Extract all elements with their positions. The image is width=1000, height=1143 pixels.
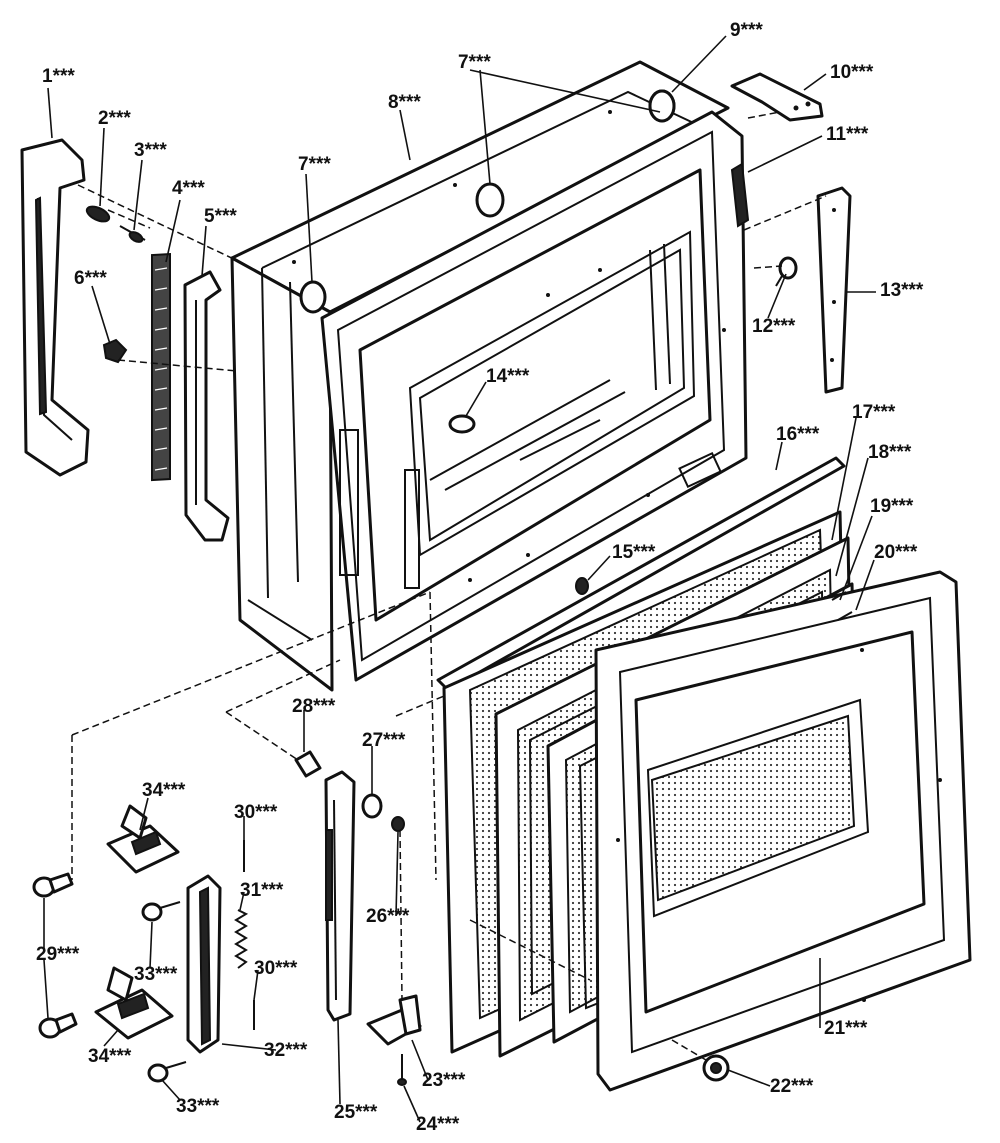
- label-26: 26***: [366, 906, 410, 927]
- part-1-handle: [20, 138, 90, 477]
- part-32-hinge-arm: [186, 874, 222, 1054]
- label-31: 31***: [240, 880, 284, 901]
- label-12: 12***: [752, 316, 796, 337]
- part-8-outer-door-panel: [230, 60, 730, 692]
- part-15-screw: [575, 577, 589, 595]
- part-31-spring: [234, 909, 249, 969]
- part-13-side-strip: [816, 186, 852, 394]
- part-10-hinge-bracket: [730, 72, 824, 122]
- part-28-clip: [294, 750, 322, 778]
- label-17: 17***: [852, 402, 896, 423]
- part-21-door-front: [594, 570, 972, 1092]
- part-33-screw-lower: [147, 1061, 187, 1083]
- part-5-handle-bracket: [183, 270, 230, 542]
- label-22: 22***: [770, 1076, 814, 1097]
- part-33-screw-upper: [141, 901, 181, 922]
- inner-door-frame: [320, 110, 748, 682]
- label-27: 27***: [362, 730, 406, 751]
- part-26-nut: [391, 816, 405, 832]
- label-29: 29***: [36, 944, 80, 965]
- label-30-upper: 30***: [234, 802, 278, 823]
- label-16: 16***: [776, 424, 820, 445]
- alignment-lines-upper: [77, 184, 249, 373]
- label-8: 8***: [388, 92, 421, 113]
- label-24: 24***: [416, 1114, 460, 1135]
- label-9: 9***: [730, 20, 763, 41]
- part-34-hinge-plate-lower: [94, 966, 174, 1040]
- part-24-screw: [397, 1054, 407, 1086]
- label-21: 21***: [824, 1018, 868, 1039]
- label-34-lower: 34***: [88, 1046, 132, 1067]
- part-14-clip: [448, 414, 476, 434]
- part-6-screw: [102, 338, 128, 364]
- label-13: 13***: [880, 280, 924, 301]
- part-3-screw: [119, 225, 146, 243]
- label-14: 14***: [486, 366, 530, 387]
- label-7-left: 7***: [298, 154, 331, 175]
- part-2-spring: [85, 205, 111, 223]
- part-29-pin-upper: [32, 872, 74, 898]
- label-33-lower: 33***: [176, 1096, 220, 1117]
- label-23: 23***: [422, 1070, 466, 1091]
- label-20: 20***: [874, 542, 918, 563]
- label-32: 32***: [264, 1040, 308, 1061]
- part-20-gasket: [831, 591, 853, 621]
- part-12-screw: [775, 256, 798, 287]
- label-6: 6***: [74, 268, 107, 289]
- part-29-pin-lower: [38, 1012, 78, 1039]
- label-33-upper: 33***: [134, 964, 178, 985]
- label-5: 5***: [204, 206, 237, 227]
- leader-lines: [43, 35, 876, 1123]
- label-7-top: 7***: [458, 52, 491, 73]
- label-25: 25***: [334, 1102, 378, 1123]
- part-25-hinge-channel: [324, 770, 356, 1022]
- part-27-roller: [361, 793, 383, 819]
- part-labels: 1*** 2*** 3*** 4*** 5*** 6*** 7*** 7*** …: [36, 20, 924, 1135]
- label-4: 4***: [172, 178, 205, 199]
- part-9-plug: [648, 89, 676, 123]
- label-1: 1***: [42, 66, 75, 87]
- part-22-knob: [702, 1054, 730, 1082]
- part-4-gasket-strip: [151, 253, 171, 482]
- label-28: 28***: [292, 696, 336, 717]
- label-19: 19***: [870, 496, 914, 517]
- label-3: 3***: [134, 140, 167, 161]
- label-10: 10***: [830, 62, 874, 83]
- label-34-upper: 34***: [142, 780, 186, 801]
- alignment-lines-right: [743, 111, 827, 269]
- part-23-bracket: [366, 994, 422, 1046]
- label-30-lower: 30***: [254, 958, 298, 979]
- alignment-lines-lower: [71, 591, 707, 1061]
- part-11-strip: [730, 162, 750, 228]
- label-18: 18***: [868, 442, 912, 463]
- label-15: 15***: [612, 542, 656, 563]
- label-2: 2***: [98, 108, 131, 129]
- label-11: 11***: [826, 124, 869, 145]
